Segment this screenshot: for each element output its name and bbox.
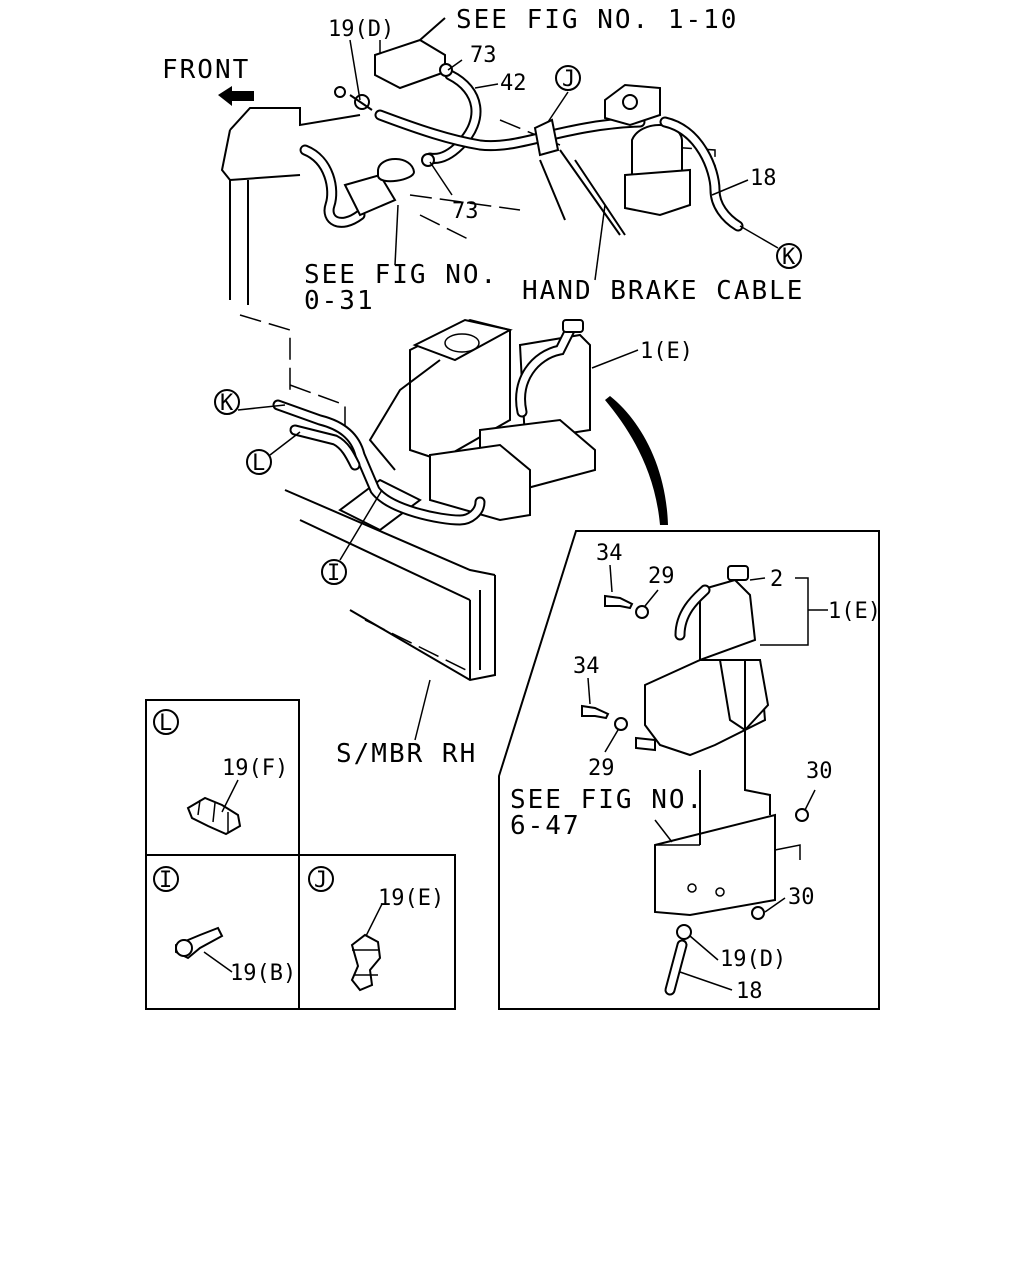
circle-l-inset	[153, 709, 179, 735]
label-34-a: 34	[596, 541, 623, 566]
label-circle-k-mid: K	[220, 391, 234, 416]
label-see-fig-0-31-b: 0-31	[304, 286, 375, 316]
inset-boxes	[145, 699, 456, 1010]
detail-box	[498, 530, 880, 1010]
mid-leaders	[237, 349, 639, 741]
clip-19e-icon	[350, 933, 382, 992]
clip-19f-icon	[186, 796, 242, 836]
label-hand-brake-cable: HAND BRAKE CABLE	[522, 276, 804, 306]
label-19f: 19(F)	[222, 756, 288, 781]
label-73-mid: 73	[452, 199, 479, 224]
label-30-a: 30	[806, 759, 833, 784]
detail-arrow-icon	[605, 396, 668, 525]
label-front: FRONT	[162, 55, 250, 85]
label-see-fig-6-47-a: SEE FIG NO.	[510, 785, 704, 815]
label-1e-mid: 1(E)	[640, 339, 693, 364]
label-circle-k-top: K	[782, 245, 796, 270]
top-assembly	[218, 17, 744, 305]
front-arrow-icon	[218, 86, 254, 106]
detail-leaders	[587, 564, 828, 991]
label-2: 2	[770, 567, 783, 592]
circle-l-mid	[246, 449, 272, 475]
circle-k-top	[776, 243, 802, 269]
mid-assembly	[239, 314, 668, 682]
label-34-b: 34	[573, 654, 600, 679]
label-18-top: 18	[750, 166, 777, 191]
circle-i-mid	[321, 559, 347, 585]
circle-j-inset	[308, 866, 334, 892]
label-19d-top: 19(D)	[328, 17, 394, 42]
circle-i-inset	[153, 866, 179, 892]
label-19b: 19(B)	[230, 961, 296, 986]
label-19d-detail: 19(D)	[720, 947, 786, 972]
label-1e-detail: 1(E)	[828, 599, 881, 624]
label-29-b: 29	[588, 756, 615, 781]
label-circle-j-inset: J	[314, 868, 327, 893]
label-73-top: 73	[470, 43, 497, 68]
label-circle-i-inset: I	[159, 868, 172, 893]
label-see-fig-1-10: SEE FIG NO. 1-10	[456, 5, 738, 35]
label-circle-i-mid: I	[327, 561, 340, 586]
circle-j-top	[555, 65, 581, 91]
label-42: 42	[500, 71, 527, 96]
label-29-a: 29	[648, 564, 675, 589]
label-30-b: 30	[788, 885, 815, 910]
circle-k-mid	[214, 389, 240, 415]
label-smbr-rh: S/MBR RH	[336, 739, 477, 769]
clip-19b-icon	[175, 926, 224, 960]
label-circle-l-mid: L	[252, 451, 265, 476]
top-leaders	[349, 39, 779, 281]
label-19e: 19(E)	[378, 886, 444, 911]
label-see-fig-6-47-b: 6-47	[510, 811, 581, 841]
label-18-detail: 18	[736, 979, 763, 1004]
label-circle-l-inset: L	[159, 711, 172, 736]
label-see-fig-0-31-a: SEE FIG NO.	[304, 260, 498, 290]
label-circle-j-top: J	[562, 67, 575, 92]
